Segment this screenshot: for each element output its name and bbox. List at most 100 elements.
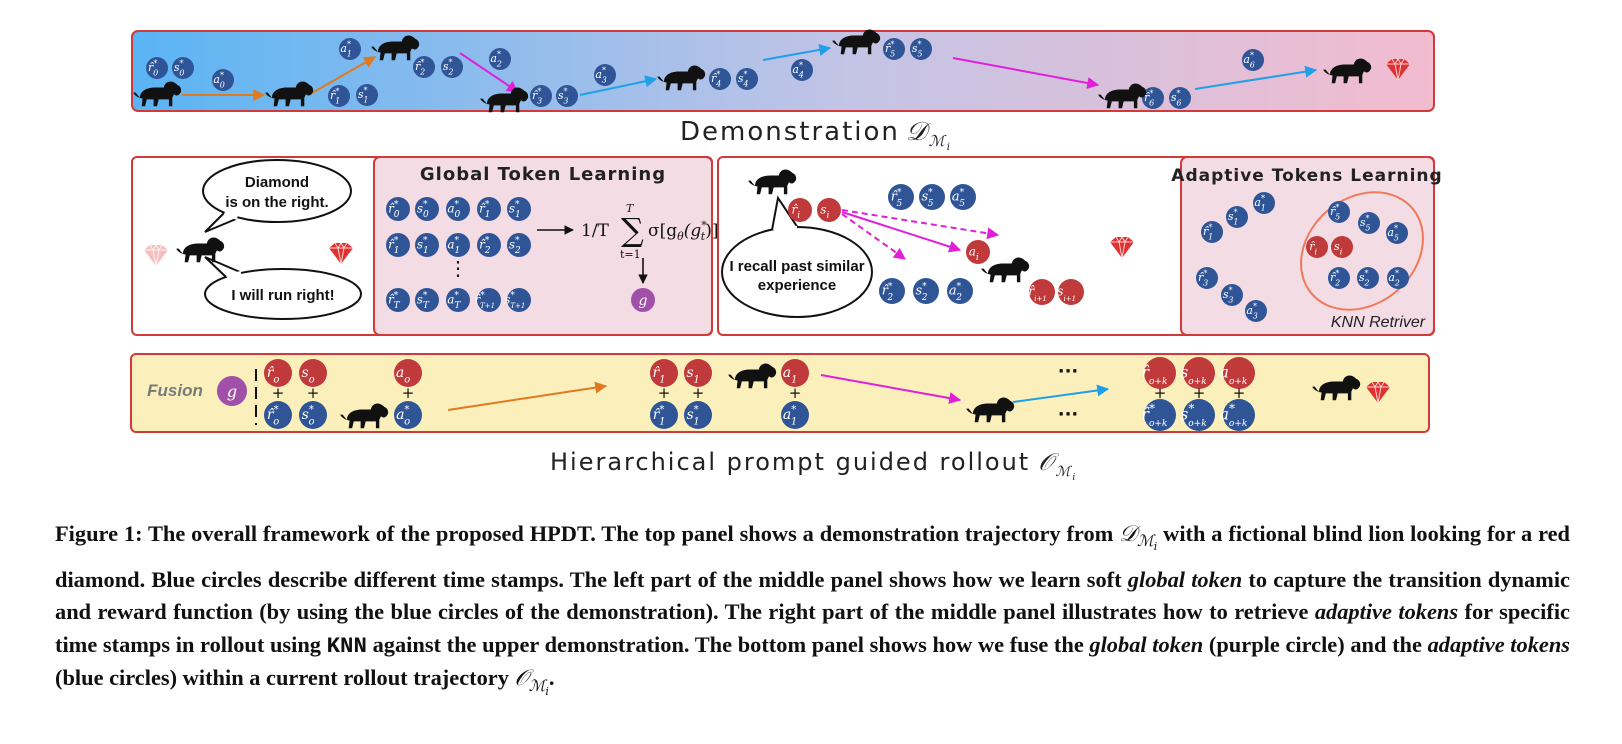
token-circle: s*2 [1357,267,1379,289]
bubble-recall-line-1: I recall past similar [729,258,864,275]
token-circle: r̂*5 [1328,201,1350,223]
token-label: si [820,202,829,221]
token-label: r̂*1 [330,87,340,105]
token-label: a*3 [595,66,606,84]
token-label: r̂i+1 [1028,285,1047,303]
token-label: r̂*2 [479,236,491,256]
global-token-label: g [639,293,648,309]
token-circle: r̂i [788,198,812,222]
token-label: r̂o [267,365,280,386]
token-label: s*o+k [1180,401,1207,429]
plus-sign: + [658,384,671,402]
token-label: a*0 [447,200,460,220]
global-token-circle [631,288,655,312]
plus-sign: + [692,384,705,402]
fusion-label: Fusion [147,381,203,400]
token-circle: si [817,198,841,222]
token-label: r̂*2 [882,282,894,303]
token-label: a*2 [1388,269,1399,287]
token-circle: r̂*o [264,401,292,429]
token-label: r̂*1 [653,405,666,428]
token-label: a*2 [949,282,962,303]
top-arrows [182,43,1318,101]
token-circle: s*3 [1221,284,1243,306]
global-token-label: g [227,382,237,401]
token-label: r̂*1 [1203,223,1213,241]
token-label: r̂*0 [148,59,158,77]
token-label: s*1 [686,405,699,428]
knn-label: KNN Retriver [1331,314,1426,331]
speech-bubble-icon [202,159,352,233]
token-label: s*1 [358,86,369,104]
token-circle: s*2 [441,56,463,78]
token-label: a*3 [1246,302,1257,320]
token-circle: a*1 [446,233,470,257]
token-circle: so+k [1180,357,1215,389]
token-label: r̂*5 [885,40,895,58]
token-circle: a*2 [947,278,973,304]
token-label: r̂i [1309,240,1317,256]
token-circle: si+1 [1057,279,1084,305]
ellipsis: ··· [1058,361,1079,382]
middle-right-panel: I recall past similar experience Adaptiv… [717,156,1442,336]
global-token-circle [217,376,247,406]
token-label: a*o+k [1219,401,1247,429]
bubble-recall-line-2: experience [758,277,836,294]
token-label: a*5 [952,188,965,209]
token-circle: a*T [446,288,470,312]
bottom-panel: Fusion g ··· ··· r̂or̂*o+sos*o+aoa*o+r̂1… [130,353,1430,433]
token-circle: a*0 [446,197,470,221]
token-circle: a*3 [1245,300,1267,322]
token-circle: r̂o [264,359,292,387]
token-label: s*1 [417,236,429,256]
token-circle: s*o+k [1180,399,1215,431]
token-label: s*2 [1359,269,1370,287]
token-circle: s*0 [172,57,194,79]
token-label: s*4 [738,70,749,88]
token-label: si [1334,240,1343,256]
adaptive-token-title: Adaptive Tokens Learning [1171,166,1442,186]
token-label: ai [969,244,979,263]
bubble-top-line-1: Diamond [245,174,309,191]
token-circle: s*6 [1169,87,1191,109]
token-label: r̂*4 [711,70,721,88]
token-circle: s*1 [507,197,531,221]
retrieval-arrows [841,209,1000,260]
token-circle: r̂*o+k [1141,399,1176,431]
token-label: a*0 [213,71,224,89]
token-label: a*T [447,291,461,311]
token-label: a*1 [340,40,351,58]
token-circle: r̂*1 [1201,221,1223,243]
token-circle: ao+k [1219,357,1255,389]
token-label: a*2 [490,50,501,68]
token-circle: r̂*2 [477,233,501,257]
svg-text:t=1: t=1 [620,248,641,261]
token-label: ao [396,365,410,386]
token-circle: s*5 [1358,212,1380,234]
token-label: r̂*3 [532,87,542,105]
token-label: s*2 [915,282,927,303]
token-label: s*0 [174,59,185,77]
token-circle: r̂*6 [1142,87,1164,109]
token-label: si+1 [1057,285,1076,303]
token-circle: s*1 [684,401,712,429]
token-circle: so [299,359,327,387]
token-label: r̂*1 [479,200,490,220]
token-label: s*3 [558,87,569,105]
bubble-bottom: I will run right! [231,287,334,304]
token-circle: a*4 [791,59,813,81]
ellipsis: ⋮ [448,256,468,280]
token-label: r̂*5 [1330,203,1340,221]
plus-sign: + [402,384,415,402]
bubble-top-line-2: is on the right. [225,194,328,211]
token-label: r̂i [791,202,800,221]
middle-left-panel: Diamond is on the right. I will run righ… [131,156,718,336]
token-label: r̂o+k [1141,362,1167,386]
token-circle: s*5 [910,38,932,60]
token-label: r̂*o+k [1141,401,1167,429]
token-circle: r̂o+k [1141,357,1176,389]
token-circle: a*1 [1253,192,1275,214]
